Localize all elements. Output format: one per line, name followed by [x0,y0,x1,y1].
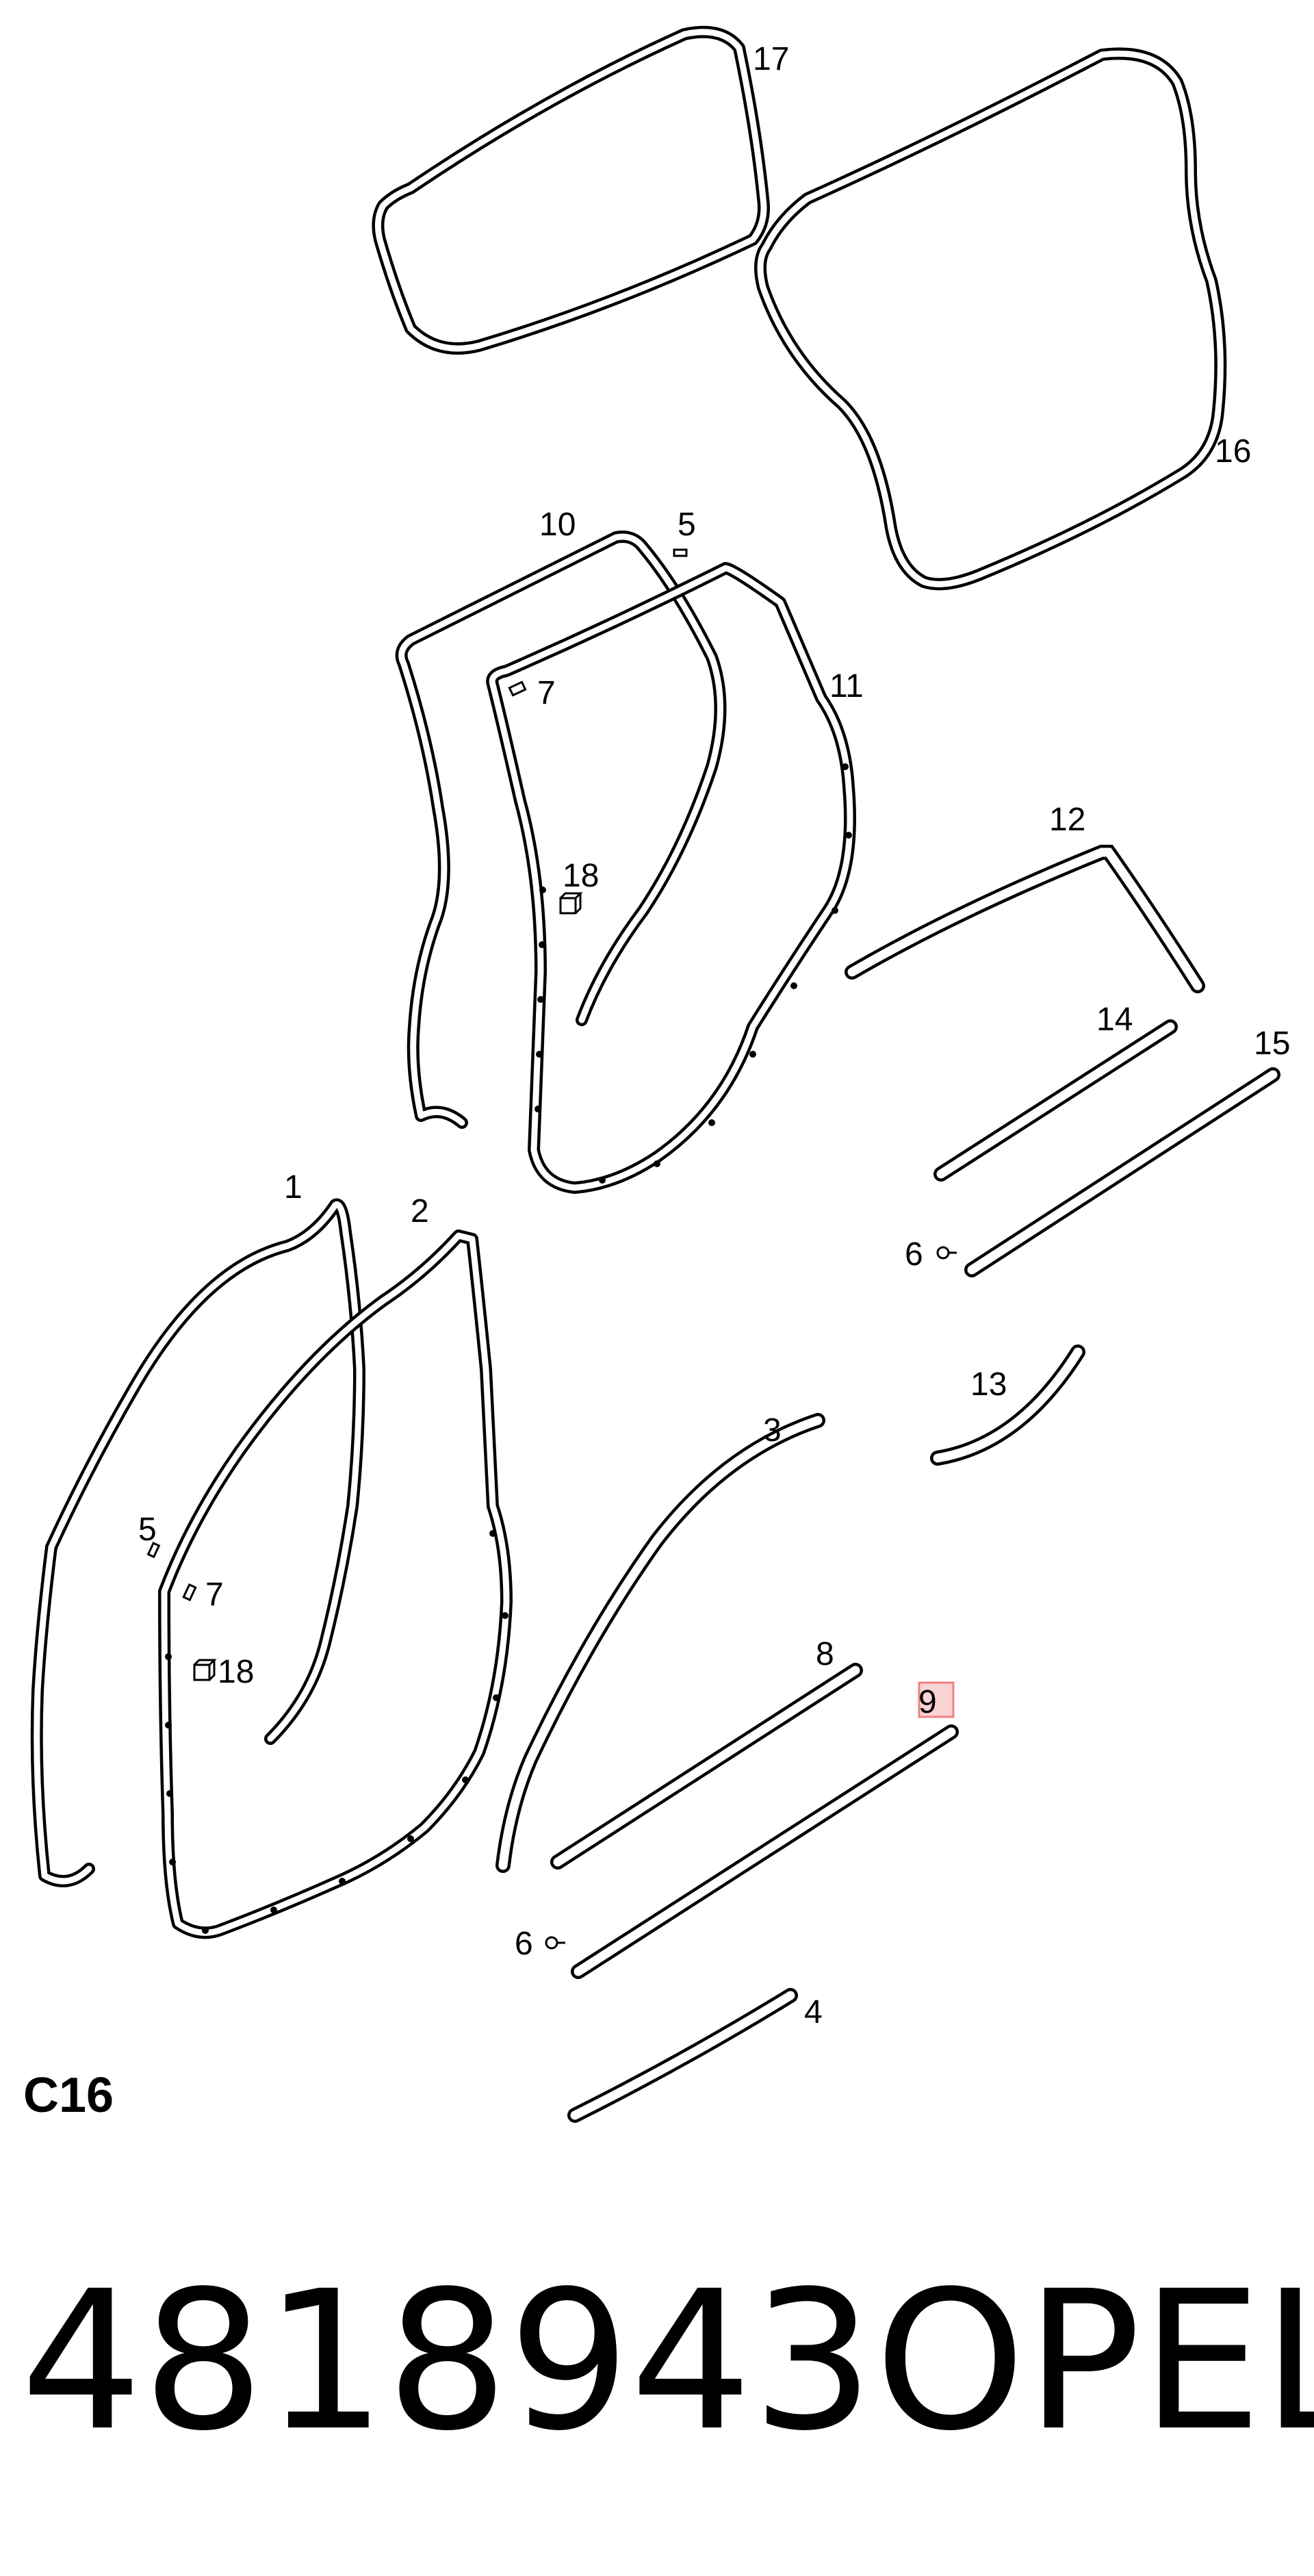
label-1: 1 [284,1169,302,1206]
part-7b-clip-icon [182,1583,197,1602]
label-12: 12 [1049,802,1085,838]
part-4-sill-strip [567,1988,798,2123]
part-9-highlight [918,1681,955,1718]
label-10: 10 [539,507,576,543]
part-13-rear-pillar-trim [930,1344,1085,1466]
label-6a: 6 [905,1236,923,1273]
part-17-rear-window-seal [372,25,770,355]
part-16-tailgate-seal [754,47,1227,591]
label-4: 4 [804,1994,823,2030]
part-6b-screw-icon [545,1936,565,1950]
label-8: 8 [816,1636,834,1672]
part-6a-screw-icon [936,1246,957,1260]
section-label: C16 [23,2068,114,2123]
label-14: 14 [1096,1002,1133,1038]
label-15: 15 [1254,1025,1290,1062]
part-8-front-inner-belt [550,1663,863,1870]
part-3-pillar-trim [495,1413,825,1873]
label-6b: 6 [515,1926,533,1962]
label-7a: 7 [537,675,556,711]
part-5a-plug-icon [673,548,688,557]
label-11: 11 [829,668,864,704]
part-5b-plug-icon [146,1542,161,1559]
part-14-rear-inner-belt [933,1019,1178,1182]
part-number: 4818943 [21,2250,875,2473]
label-7b: 7 [205,1577,224,1613]
label-16: 16 [1215,433,1251,470]
label-18b: 18 [218,1654,254,1690]
part-10-rear-body-seal [395,531,727,1129]
part-15-rear-outer-belt [964,1067,1280,1277]
part-12-rear-frame-strip [845,845,1205,993]
label-9: 9 [918,1684,937,1720]
label-17: 17 [753,41,789,77]
label-3: 3 [763,1412,782,1449]
part-2-front-door-seal [158,1229,513,1939]
part-18b-cube-icon [193,1659,217,1681]
part-9-front-outer-belt [571,1724,959,1979]
label-5a: 5 [678,507,696,543]
label-13: 13 [970,1366,1007,1403]
label-2: 2 [411,1193,429,1229]
label-18a: 18 [563,858,599,894]
part-1-front-body-seal [30,1198,365,1887]
part-11-rear-door-seal [486,562,856,1194]
part-18a-cube-icon [559,892,583,915]
part-7a-clip-icon [508,680,527,697]
label-5b: 5 [138,1512,157,1548]
brand-name: OPEL [875,2250,1314,2473]
